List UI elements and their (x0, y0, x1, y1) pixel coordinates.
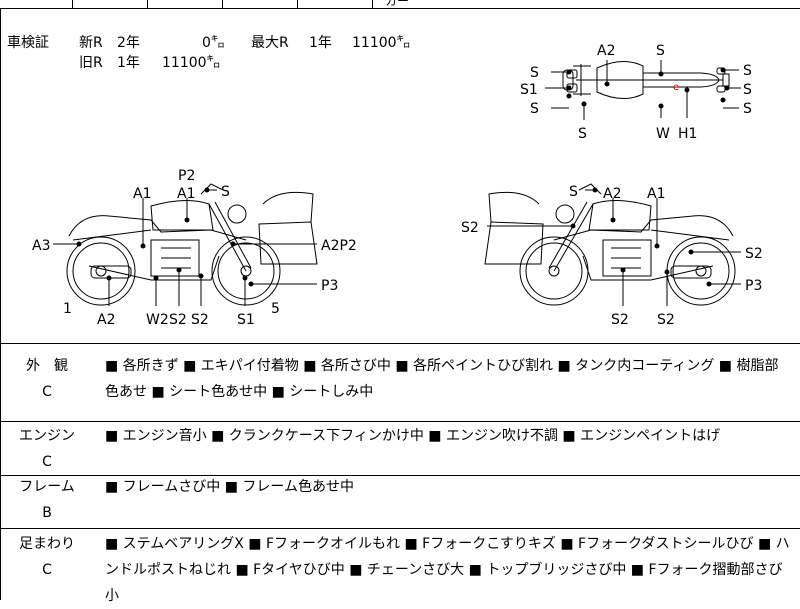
max-r-value: 11100㌔ (352, 35, 411, 51)
svg-text:S: S (656, 43, 665, 59)
svg-text:W: W (656, 126, 670, 142)
section-items: ■ フレームさび中 ■ フレーム色あせ中 (105, 479, 354, 495)
section-items: ■ ステムベアリングX ■ Fフォークオイルもれ ■ Fフォークこすりキズ ■ … (105, 536, 790, 604)
svg-text:A3: A3 (32, 238, 50, 254)
top-view-leader-lines (545, 60, 741, 120)
section-exterior: 外 観 C ■ 各所きず ■ エキパイ付着物 ■ 各所さび中 ■ 各所ペイントひ… (1, 343, 800, 422)
inspection-label: 車検証 (7, 35, 49, 51)
svg-text:5: 5 (271, 301, 280, 317)
left-view-motorcycle-icon (66, 183, 318, 306)
max-r-label: 最大R (251, 35, 289, 51)
motorcycle-diagrams: e S S1 S S A2 S W (32, 43, 763, 328)
svg-text:W2: W2 (146, 312, 169, 328)
section-category: 外 観 (26, 358, 68, 374)
svg-text:S1: S1 (520, 82, 538, 98)
old-r-value: 11100㌔ (162, 55, 221, 71)
left-view-labels: P2 S A1 A1 A3 A2P2 P3 1 A2 W2 S2 S2 S1 5 (32, 168, 357, 328)
svg-text:S2: S2 (611, 312, 629, 328)
old-r-label: 旧R (79, 55, 103, 71)
svg-text:A1: A1 (133, 186, 151, 202)
top-table-strip: カー (0, 0, 800, 9)
diagram-area: 車検証 新R 2年 0㌔ 最大R 1年 11100㌔ 旧R 1年 11100㌔ (1, 8, 800, 344)
svg-text:e: e (673, 82, 679, 93)
svg-text:S: S (530, 101, 539, 117)
section-frame: フレーム B ■ フレームさび中 ■ フレーム色あせ中 (1, 476, 800, 529)
section-grade: C (42, 384, 52, 400)
svg-text:A2: A2 (603, 186, 621, 202)
section-grade: C (42, 562, 52, 578)
top-view-labels: S S1 S S A2 S W H1 S S S (520, 43, 752, 142)
svg-text:S2: S2 (745, 246, 763, 262)
svg-text:A2: A2 (597, 43, 615, 59)
svg-text:1: 1 (63, 301, 72, 317)
left-view-leader-lines (53, 187, 317, 306)
condition-report: 車検証 新R 2年 0㌔ 最大R 1年 11100㌔ 旧R 1年 11100㌔ (0, 8, 800, 604)
svg-text:A2P2: A2P2 (321, 238, 357, 254)
right-view-labels: S A2 A1 S2 S2 P3 S2 S2 (461, 184, 763, 328)
top-view-motorcycle-icon (562, 61, 730, 99)
svg-text:S1: S1 (237, 312, 255, 328)
section-grade: B (42, 505, 52, 521)
svg-text:A1: A1 (177, 186, 195, 202)
svg-text:S: S (743, 82, 752, 98)
svg-text:A2: A2 (97, 312, 115, 328)
right-view-leader-lines (487, 187, 741, 306)
old-r-year: 1年 (117, 55, 140, 71)
svg-text:S2: S2 (191, 312, 209, 328)
svg-text:P3: P3 (321, 278, 338, 294)
svg-text:S: S (221, 184, 230, 200)
top-strip-text: カー (385, 0, 410, 8)
svg-text:S2: S2 (169, 312, 187, 328)
section-category: エンジン (19, 428, 75, 444)
svg-text:S2: S2 (461, 220, 479, 236)
svg-text:P3: P3 (745, 278, 762, 294)
section-items: ■ 各所きず ■ エキパイ付着物 ■ 各所さび中 ■ 各所ペイントひび割れ ■ … (105, 358, 779, 400)
svg-text:A1: A1 (647, 186, 665, 202)
section-category: 足まわり (19, 536, 75, 552)
svg-text:S: S (530, 65, 539, 81)
max-r-year: 1年 (309, 35, 332, 51)
section-engine: エンジン C ■ エンジン音小 ■ クランクケース下フィンかけ中 ■ エンジン吹… (1, 422, 800, 476)
section-items: ■ エンジン音小 ■ クランクケース下フィンかけ中 ■ エンジン吹け不調 ■ エ… (105, 428, 721, 444)
svg-text:S2: S2 (657, 312, 675, 328)
svg-text:S: S (743, 101, 752, 117)
svg-text:S: S (578, 126, 587, 142)
svg-text:P2: P2 (178, 168, 195, 184)
section-suspension: 足まわり C ■ ステムベアリングX ■ Fフォークオイルもれ ■ Fフォークこ… (1, 529, 800, 604)
svg-text:H1: H1 (678, 126, 697, 142)
section-grade: C (42, 454, 52, 470)
new-r-year: 2年 (117, 35, 140, 51)
new-r-label: 新R (79, 35, 103, 51)
section-category: フレーム (19, 479, 75, 495)
new-r-value: 0㌔ (202, 35, 225, 51)
right-view-motorcycle-icon (484, 183, 736, 306)
svg-text:S: S (743, 63, 752, 79)
svg-text:S: S (569, 184, 578, 200)
